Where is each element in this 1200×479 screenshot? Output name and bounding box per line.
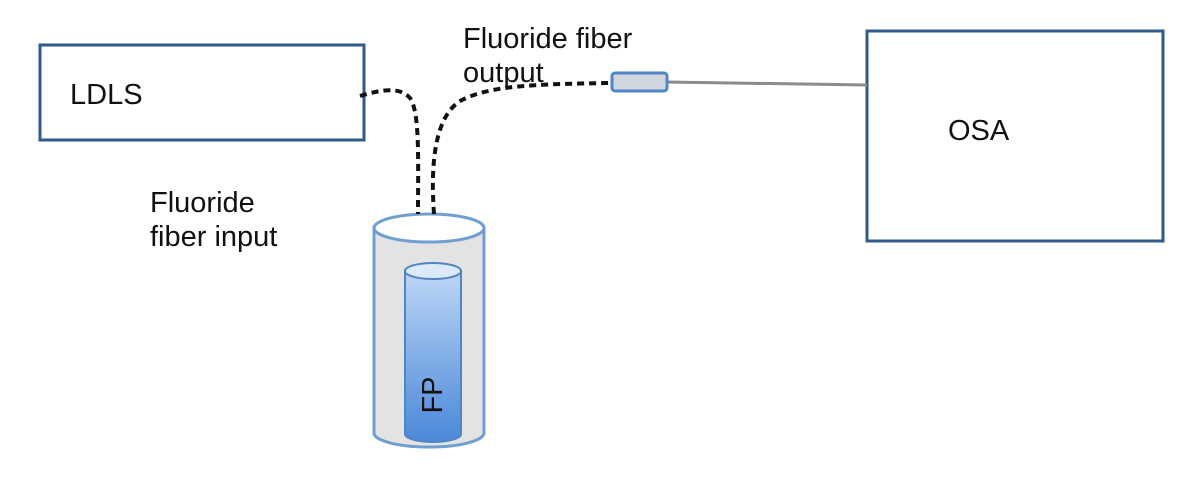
fiber-connector <box>610 71 669 93</box>
fp-tube <box>404 262 462 443</box>
osa-box <box>865 29 1165 243</box>
fiber-output-label-line1: Fluoride fiber <box>463 23 633 55</box>
osa-label: OSA <box>948 115 1010 147</box>
ldls-label: LDLS <box>70 79 143 111</box>
fp-label: FP <box>417 376 449 414</box>
fiber-input-label-line1: Fluoride <box>150 187 255 219</box>
fiber-output-label: Fluoride fiber output <box>463 22 632 90</box>
fiber-input-line <box>359 88 421 215</box>
fiber-output-label-line2: output <box>463 57 544 89</box>
fiber-input-label: Fluoride fiber input <box>150 186 277 254</box>
gray-cable <box>666 80 868 87</box>
fiber-input-label-line2: fiber input <box>150 221 278 253</box>
ldls-box <box>38 43 366 142</box>
fiber-output-line <box>430 81 613 215</box>
